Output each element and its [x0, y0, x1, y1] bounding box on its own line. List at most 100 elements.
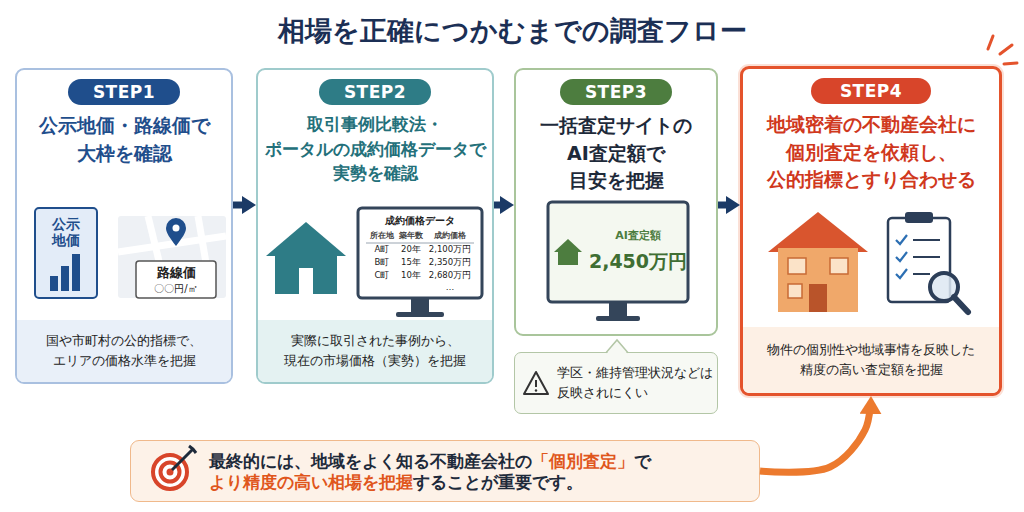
- callout-tail-outline: [606, 340, 628, 353]
- emphasis-stroke: [1000, 45, 1012, 54]
- house-roof: [554, 239, 582, 252]
- map-road: [118, 236, 226, 252]
- diagram-title: 相場を正確につかむまでの調査フロー: [0, 12, 1024, 50]
- magnifier-handle: [954, 297, 968, 312]
- house-window: [788, 284, 802, 298]
- sign-label: 路線価: [157, 266, 196, 281]
- flow-arrow: [233, 202, 256, 209]
- step-heading: 一括査定サイトの AI査定額で 目安を把握: [530, 112, 702, 195]
- monitor-screen: [548, 202, 688, 302]
- table-rule: [366, 243, 474, 244]
- description-band: 物件の個別性や地域事情を反映した 精度の高い査定額を把握: [743, 327, 999, 393]
- target-arrow: [172, 449, 193, 470]
- screen-label: AI査定額: [615, 230, 661, 243]
- step-number: STEP2: [319, 79, 431, 105]
- price-sign: [136, 261, 216, 298]
- price-panel: [35, 208, 97, 298]
- table-cell: 2,100万円: [429, 245, 471, 255]
- monitor-stand: [411, 298, 429, 312]
- magnifier-lens: [930, 273, 958, 301]
- list-line: [913, 239, 940, 241]
- house-window: [830, 258, 848, 274]
- step-badge: STEP4: [811, 78, 931, 104]
- target-center: [167, 469, 174, 476]
- step-number: STEP4: [811, 78, 931, 104]
- check-mark: [896, 235, 907, 244]
- clipboard: [888, 218, 950, 302]
- table-cell: 15年: [401, 258, 421, 268]
- step-heading: 公示地価・路線価で 大枠を確認: [24, 112, 224, 167]
- step-card: STEP3 一括査定サイトの AI査定額で 目安を把握: [514, 68, 718, 336]
- table-cell: 2,680万円: [429, 271, 471, 281]
- house-body: [275, 252, 337, 294]
- summary-note: 最終的には、地域をよく知る不動産会社の「個別査定」でより精度の高い相場を把握する…: [130, 440, 760, 502]
- map-road: [198, 216, 212, 298]
- flow-arrow: [760, 396, 871, 472]
- step-badge: STEP1: [68, 79, 180, 105]
- emphasis-stroke: [988, 36, 993, 49]
- panel-label: 公示 地価: [46, 216, 86, 248]
- monitor-screen: [358, 208, 482, 298]
- screen-value: 2,450万円: [589, 251, 687, 273]
- table-header: 成約価格: [434, 231, 466, 240]
- map-pin-hole: [173, 225, 180, 232]
- description-band: 実際に取引された事例から、 現在の市場価格（実勢）を把握: [258, 320, 492, 382]
- warning-dot: [535, 389, 537, 391]
- emphasis-stroke: [1004, 63, 1017, 64]
- table-cell: …: [446, 283, 455, 293]
- bar: [50, 276, 58, 291]
- note-text: で: [634, 451, 651, 471]
- house-door: [809, 284, 827, 312]
- table-cell: 20年: [401, 245, 421, 255]
- monitor-base: [596, 316, 640, 321]
- step-number: STEP3: [560, 79, 672, 105]
- flow-arrow: [494, 202, 514, 209]
- step-heading: 地域密着の不動産会社に 個別査定を依頼し、 公的指標とすり合わせる: [753, 111, 989, 194]
- house-roof: [768, 212, 868, 252]
- flow-arrow: [718, 202, 740, 209]
- house-window: [788, 258, 806, 274]
- house-body: [558, 250, 578, 265]
- table-cell: C町: [375, 271, 390, 281]
- table-header: 築年数: [399, 231, 423, 240]
- list-line: [913, 273, 930, 275]
- description-text: 実際に取引された事例から、 現在の市場価格（実勢）を把握: [268, 331, 482, 371]
- step-card: STEP4 物件の個別性や地域事情を反映した 精度の高い査定額を把握 地域密着の不動…: [740, 66, 1002, 396]
- table-header: 所在地: [370, 231, 394, 240]
- description-text: 学区・維持管理状況などは 反映されにくい: [557, 363, 715, 403]
- check-mark: [896, 269, 907, 278]
- list-line: [913, 256, 940, 258]
- table-title: 成約価格データ: [385, 216, 455, 227]
- table-cell: 2,350万円: [429, 258, 471, 268]
- clipboard-clip: [905, 212, 933, 223]
- step-badge: STEP3: [560, 79, 672, 105]
- target-arrow-fletch: [189, 446, 196, 453]
- note-text: より精度の高い相場を把握: [209, 472, 413, 492]
- monitor-base: [396, 312, 444, 317]
- monitor-stand: [609, 302, 627, 316]
- table-cell: 10年: [401, 271, 421, 281]
- step-heading: 取引事例比較法・ ポータルの成約価格データで 実勢を確認: [261, 112, 489, 186]
- sign-value: 〇〇円/㎡: [154, 283, 197, 295]
- map-pin: [166, 218, 186, 246]
- step-card: STEP2 実際に取引された事例から、 現在の市場価格（実勢）を把握 取引事例比較法…: [256, 68, 494, 384]
- bar: [61, 266, 69, 291]
- map-area: [118, 216, 226, 298]
- note-text: 最終的には、地域をよく知る不動産会社の: [209, 451, 532, 471]
- house-door: [299, 268, 313, 294]
- description-text: 物件の個別性や地域事情を反映した 精度の高い査定額を把握: [752, 340, 990, 380]
- description-band: 国や市町村の公的指標で、 エリアの価格水準を把握: [17, 320, 231, 382]
- step-card: STEP1 国や市町村の公的指標で、 エリアの価格水準を把握 公示地価・路線価で 大…: [15, 68, 233, 384]
- warning-icon: [524, 372, 548, 394]
- house-roof: [266, 222, 346, 256]
- target-icon: [153, 455, 187, 489]
- note-text: 「個別査定」: [532, 451, 634, 471]
- bar: [72, 254, 80, 291]
- callout-tail: [606, 340, 628, 355]
- warning-mark: [535, 380, 537, 387]
- target-ring: [161, 463, 180, 482]
